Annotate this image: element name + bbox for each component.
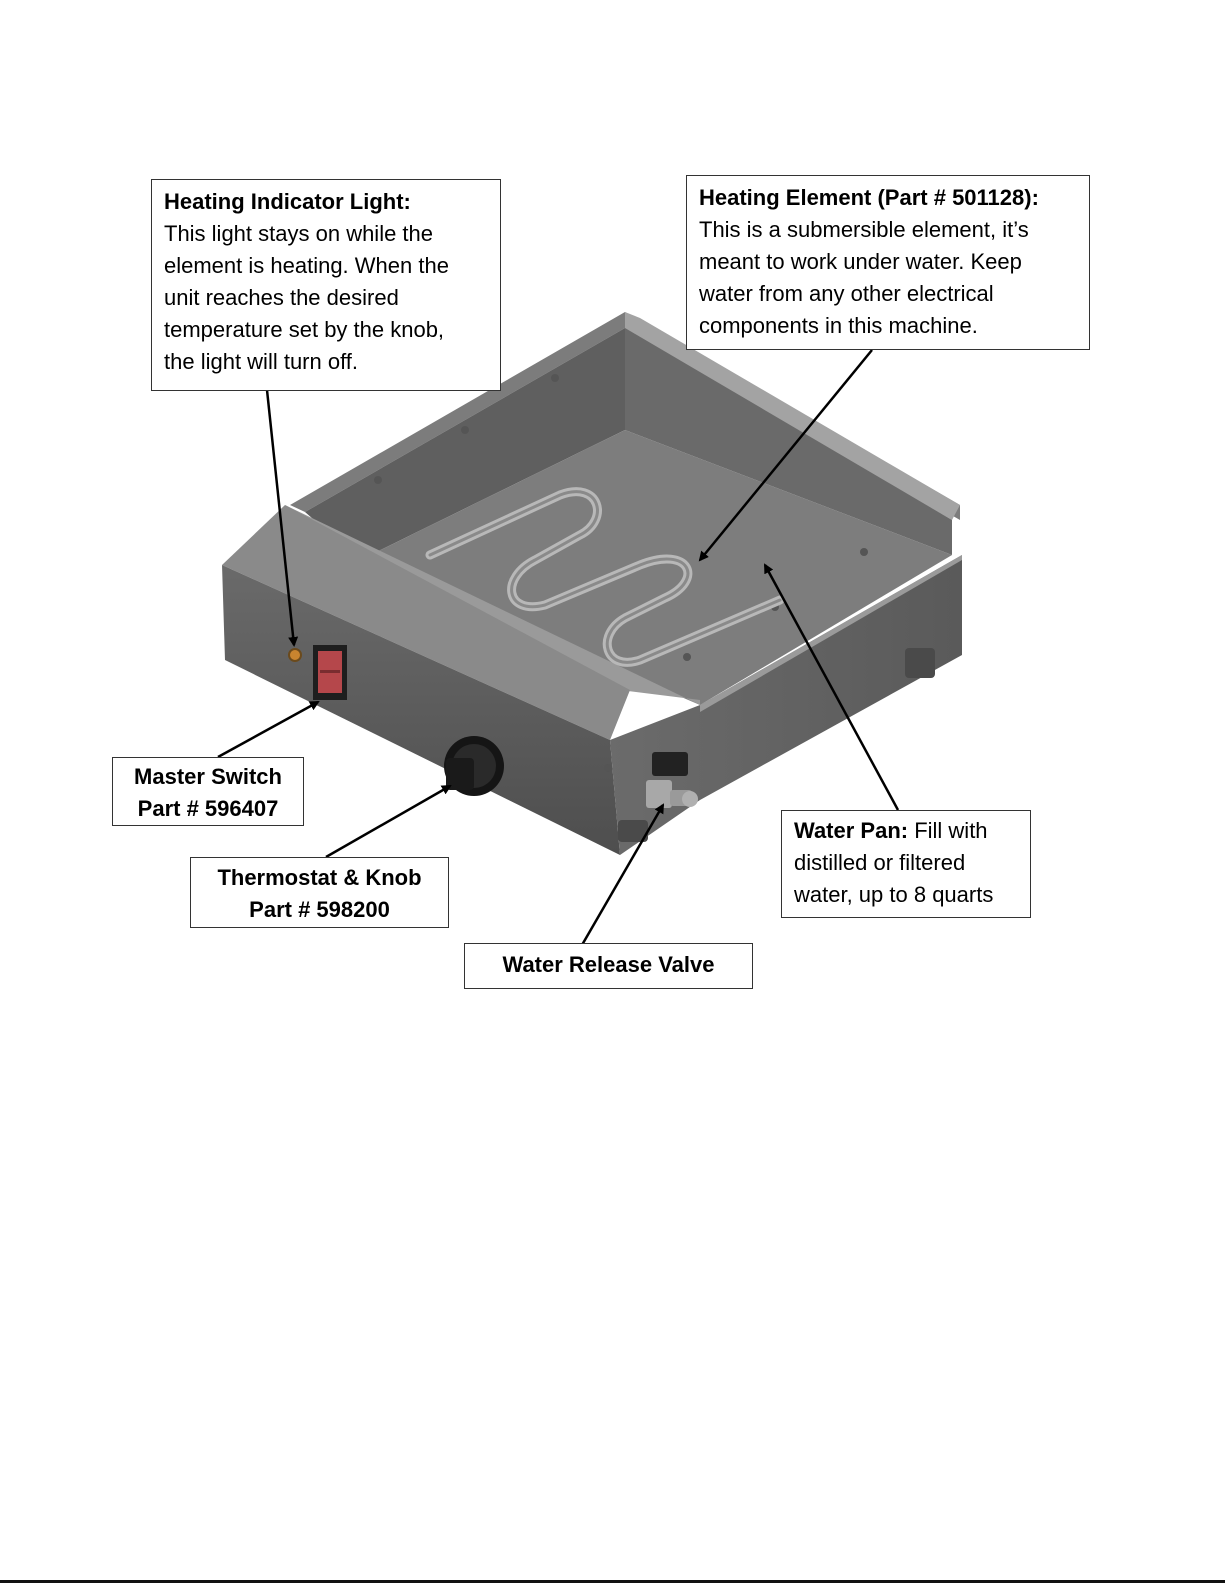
water-release-valve[interactable] [646, 752, 698, 808]
callout-thermostat-knob: Thermostat & Knob Part # 598200 [190, 857, 449, 928]
callout-part-number: Part # 596407 [137, 796, 279, 821]
bolt [604, 764, 612, 772]
leader-release-valve [580, 803, 665, 946]
left-front-panel [222, 565, 620, 855]
callout-water-release-valve: Water Release Valve [464, 943, 753, 989]
callout-title: Heating Element (Part # 501128): [699, 185, 1039, 210]
callout-heating-indicator-light: Heating Indicator Light: This light stay… [151, 179, 501, 391]
front-rim [285, 505, 700, 705]
right-inner-wall [625, 328, 952, 555]
callout-heating-element: Heating Element (Part # 501128): This is… [686, 175, 1090, 350]
bolt [683, 653, 691, 661]
right-side-edge [700, 555, 962, 712]
heating-element-coil-shade [428, 490, 782, 664]
callout-body-first: Fill with [908, 818, 988, 843]
bolt [374, 476, 382, 484]
callout-title: Water Pan: [794, 818, 909, 843]
callout-water-pan: Water Pan: Fill with distilled or filter… [781, 810, 1031, 918]
leader-heating-element [698, 349, 873, 562]
callout-master-switch: Master Switch Part # 596407 [112, 757, 304, 826]
callout-body: This is a submersible element, it’s mean… [699, 217, 1029, 338]
callout-title: Master Switch [134, 764, 282, 789]
bolt [461, 426, 469, 434]
leader-thermostat [325, 784, 452, 859]
back-rail [625, 312, 960, 520]
callout-part-number: Part # 598200 [249, 897, 390, 922]
bolt [860, 548, 868, 556]
leader-water-pan [763, 563, 900, 811]
indicator-light [288, 648, 302, 662]
callout-title: Thermostat & Knob [217, 865, 422, 890]
master-switch[interactable] [313, 645, 347, 700]
right-side-panel [610, 555, 962, 855]
leader-master-switch [217, 700, 320, 759]
callout-title: Heating Indicator Light: [164, 189, 411, 214]
left-inner-wall [305, 328, 625, 560]
foot-right [905, 648, 935, 678]
callout-body: distilled or filtered water, up to 8 qua… [794, 850, 994, 907]
callout-body: This light stays on while the element is… [164, 221, 449, 374]
bolt [551, 374, 559, 382]
foot-front [618, 820, 648, 842]
left-panel-top [222, 505, 630, 740]
page-bottom-rule [0, 1580, 1225, 1583]
leader-indicator-light [265, 389, 299, 647]
thermostat-knob[interactable] [444, 736, 504, 796]
callout-title: Water Release Valve [502, 952, 715, 977]
